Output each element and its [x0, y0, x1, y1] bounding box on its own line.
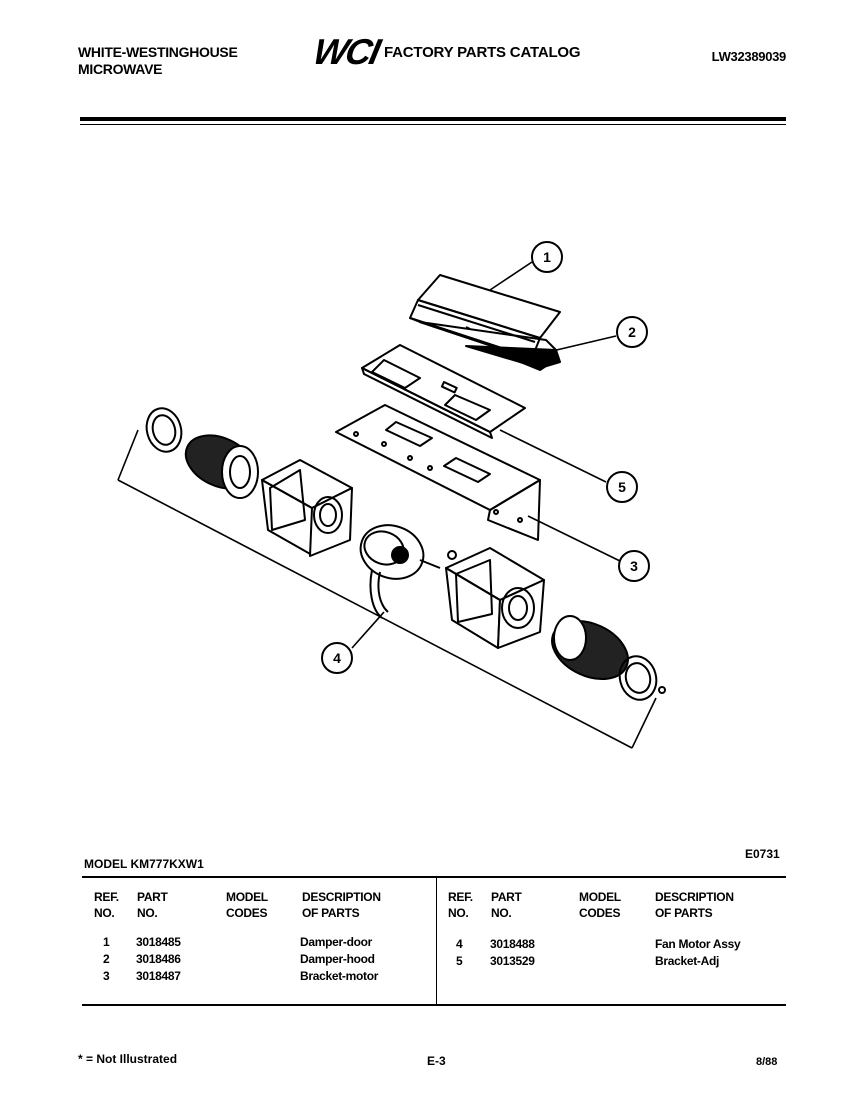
- callout-3-circle: [618, 550, 650, 582]
- callout-2-circle: [616, 316, 648, 348]
- part-description: Damper-door: [300, 935, 373, 949]
- catalog-title: FACTORY PARTS CATALOG: [383, 43, 581, 61]
- brand-name: WHITE-WESTINGHOUSE: [78, 44, 238, 60]
- product-type: MICROWAVE: [78, 61, 163, 77]
- table-row: 3 3018487 Bracket-motor: [103, 968, 378, 985]
- left-ring: [145, 407, 183, 453]
- table-divider: [436, 878, 437, 1004]
- part-no: 3018486: [136, 952, 181, 966]
- figure-code: E0731: [745, 847, 780, 861]
- part-no: 3018485: [136, 935, 181, 949]
- header-ref-right: REF.NO.: [448, 890, 473, 920]
- page-number: E-3: [427, 1054, 446, 1068]
- part-description: Damper-hood: [300, 952, 375, 966]
- catalog-date: 8/88: [756, 1056, 778, 1068]
- part-description: Fan Motor Assy: [655, 937, 741, 951]
- header-ref-left: REF.NO.: [94, 890, 119, 920]
- header-rule: [80, 117, 786, 121]
- fan-motor-part: [359, 524, 457, 619]
- ref-no: 5: [456, 954, 463, 968]
- left-blower-housing: [261, 459, 353, 557]
- catalog-title-block: WCI FACTORY PARTS CATALOG: [310, 31, 581, 72]
- part-description: Bracket-motor: [300, 969, 379, 983]
- callout-1-circle: [531, 241, 563, 273]
- callout-4-circle: [321, 642, 353, 674]
- ref-no: 1: [103, 935, 110, 949]
- not-illustrated-legend: * = Not Illustrated: [78, 1052, 178, 1066]
- bracket-motor-part: [335, 404, 541, 541]
- assembly-lines: [117, 429, 657, 749]
- table-row: 5 3013529 Bracket-Adj: [456, 953, 719, 970]
- table-row: 4 3018488 Fan Motor Assy: [456, 936, 741, 953]
- part-no: 3013529: [490, 954, 535, 968]
- exploded-parts-diagram: 1 2 5 3 4: [117, 241, 666, 749]
- table-row: 1 3018485 Damper-door: [103, 934, 372, 951]
- callout-2-label: 2: [628, 324, 636, 340]
- right-blower-wheel: [551, 615, 629, 681]
- table-bottom-rule: [82, 1004, 786, 1006]
- part-no: 3018488: [490, 937, 535, 951]
- callout-3-label: 3: [630, 558, 638, 574]
- callout-5-label: 5: [618, 479, 626, 495]
- leader-lines: [351, 261, 623, 649]
- header-rule-thin: [80, 124, 786, 125]
- callout-5-circle: [606, 471, 638, 503]
- catalog-code: LW32389039: [711, 49, 787, 64]
- model-number: MODEL KM777KXW1: [84, 857, 204, 871]
- left-blower-wheel: [184, 434, 259, 499]
- table-top-rule: [82, 876, 786, 878]
- callout-1-label: 1: [543, 249, 551, 265]
- brand-block: WHITE-WESTINGHOUSE MICROWAVE: [78, 44, 238, 78]
- bracket-adj-part: [361, 344, 526, 439]
- part-no: 3018487: [136, 969, 181, 983]
- table-row: 2 3018486 Damper-hood: [103, 951, 375, 968]
- right-ring: [618, 655, 666, 701]
- ref-no: 3: [103, 969, 110, 983]
- part-description: Bracket-Adj: [655, 954, 720, 968]
- ref-no: 2: [103, 952, 110, 966]
- callout-4-label: 4: [333, 650, 341, 666]
- ref-no: 4: [456, 937, 463, 951]
- right-blower-housing: [445, 547, 545, 649]
